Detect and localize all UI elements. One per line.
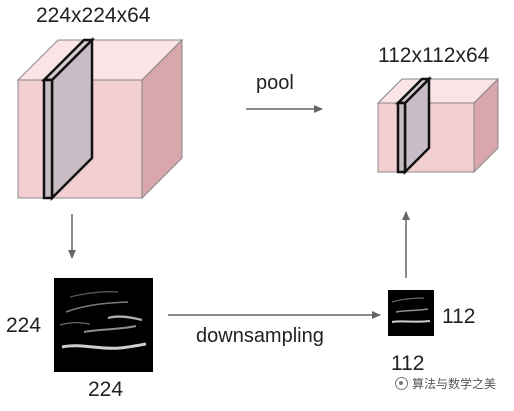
input-feature-map-stroke [65,301,129,313]
output-map-width-label: 112 [391,352,425,375]
watermark: 算法与数学之美 [395,375,496,392]
output-feature-map-bg [388,290,434,336]
input-feature-map [54,278,153,372]
input-map-width-label: 224 [88,378,124,401]
input-feature-map-stroke [69,291,119,298]
output-volume-cube [376,75,500,176]
input-map-height-label: 224 [6,314,42,337]
input-feature-map-stroke [107,315,143,322]
output-feature-map-stroke [395,308,429,313]
input-feature-map-stroke [59,321,91,326]
input-volume-label: 224x224x64 [36,4,151,27]
input-feature-map-stroke [83,325,137,333]
output-feature-map-stroke [391,297,425,303]
output-feature-map [388,290,434,336]
input-volume-cube [16,36,184,202]
input-feature-map-bg [54,278,153,372]
output-slice-front [396,101,407,174]
watermark-text: 算法与数学之美 [412,377,497,391]
output-map-height-label: 112 [442,305,476,328]
output-feature-map-stroke [391,320,431,323]
input-feature-map-stroke [61,342,147,350]
downsampling-label: downsampling [196,325,324,347]
output-volume-label: 112x112x64 [378,44,490,67]
pool-label: pool [256,72,294,94]
wechat-channel-icon [395,377,408,390]
input-slice-front [42,78,54,200]
